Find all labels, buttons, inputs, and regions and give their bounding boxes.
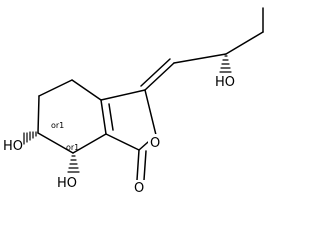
bond-fused-double-1 [100, 99, 107, 135]
structure-svg: O O HO HO HO or1 or1 [3, 7, 264, 196]
hashed-wedge-c6-oh [23, 131, 37, 145]
bond-exocyclic-double-1 [144, 62, 175, 91]
ring-hydroxyl-lower-label: HO [57, 176, 77, 191]
hashed-wedge-sidechain-oh [219, 55, 232, 73]
carbonyl-oxygen-label: O [134, 181, 144, 196]
bond-carbonyl-1 [136, 149, 140, 181]
stereo-label-upper: or1 [51, 121, 64, 130]
bond-sidechain-to-alkene [173, 53, 227, 64]
bond-c4-c5 [38, 79, 73, 97]
bond-c3-ring-o [144, 89, 157, 136]
bond-exocyclic-double-2 [140, 58, 171, 87]
hashed-wedge-c7-oh [67, 155, 80, 173]
stereo-label-lower: or1 [66, 143, 79, 152]
bond-c1-c7a [105, 133, 140, 151]
bond-c7-c7a [72, 133, 107, 154]
molecule-diagram: O O HO HO HO or1 or1 [3, 7, 264, 196]
bond-c3a-c3 [100, 89, 146, 101]
bond-c5-c6 [37, 95, 40, 134]
bond-c3a-c4 [71, 79, 102, 101]
bond-carbonyl-2 [143, 150, 147, 181]
ring-oxygen-label: O [150, 136, 160, 151]
bond-fused-double-2 [108, 103, 114, 131]
bond-ethyl-diagonal [225, 31, 264, 55]
sidechain-hydroxyl-label: HO [215, 75, 235, 90]
bond-c6-c7 [37, 132, 74, 154]
ring-hydroxyl-left-label: HO [3, 139, 23, 154]
